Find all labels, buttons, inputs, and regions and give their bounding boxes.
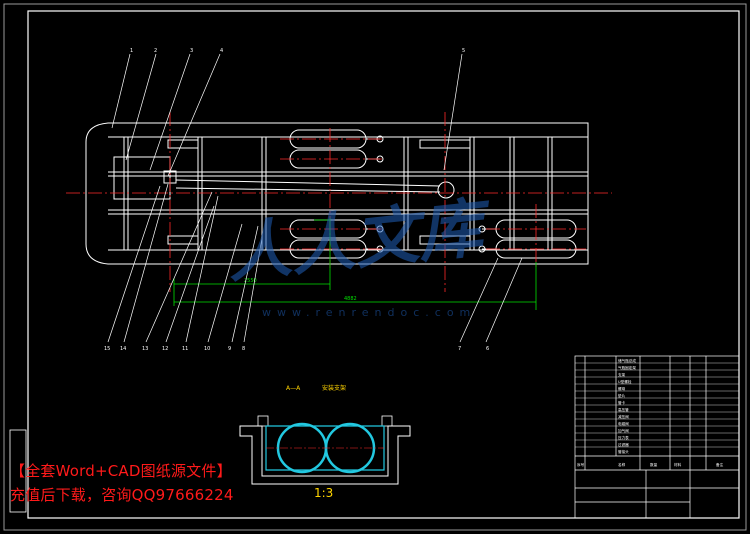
header-material: 材料 bbox=[674, 462, 682, 467]
dimension-outer: 4882 bbox=[344, 296, 357, 302]
header-no: 序号 bbox=[577, 462, 585, 467]
annotation-line-1: 【全套Word+CAD图纸源文件】 bbox=[10, 462, 232, 480]
section-view bbox=[239, 415, 411, 485]
parts-row-8: 高压管 bbox=[618, 407, 629, 412]
chassis-frame bbox=[85, 122, 589, 265]
title-block-rows bbox=[575, 362, 739, 448]
balloon-5: 5 bbox=[462, 48, 465, 54]
parts-row-6: 垫片 bbox=[618, 393, 626, 398]
annotation-line-2: 充值后下载，咨询QQ97666224 bbox=[10, 486, 234, 504]
header-name: 名称 bbox=[618, 462, 626, 467]
section-clamp-right bbox=[381, 415, 393, 427]
balloon-8: 8 bbox=[242, 346, 245, 352]
drive-shaft-2 bbox=[175, 187, 441, 193]
section-title: A—A bbox=[286, 385, 301, 392]
parts-row-4: U型螺栓 bbox=[618, 379, 632, 384]
inner-border bbox=[27, 10, 740, 519]
dimension-lines bbox=[173, 218, 537, 310]
dimension-inner: 2550 bbox=[244, 278, 257, 284]
title-block bbox=[574, 355, 740, 519]
title-block-text: 储气瓶总成 气瓶固定架 支架 U型螺栓 螺母 垫片 管卡 高压管 减压阀 电磁阀… bbox=[577, 358, 724, 467]
balloon-13: 13 bbox=[142, 346, 148, 352]
balloon-6: 6 bbox=[486, 346, 489, 352]
parts-row-14: 管接头 bbox=[618, 449, 629, 454]
leader-lines bbox=[107, 53, 523, 343]
center-lines bbox=[66, 112, 612, 292]
drive-shaft-1 bbox=[175, 179, 441, 187]
outer-border bbox=[3, 3, 747, 531]
balloon-labels-bottom: 15 14 13 12 11 10 9 8 7 6 bbox=[104, 346, 489, 352]
left-stamp-strip bbox=[9, 429, 27, 513]
balloon-4: 4 bbox=[220, 48, 223, 54]
balloon-14: 14 bbox=[120, 346, 126, 352]
section-bracket bbox=[239, 425, 411, 485]
balloon-2: 2 bbox=[154, 48, 157, 54]
header-qty: 数量 bbox=[650, 462, 658, 467]
parts-row-11: 加气阀 bbox=[618, 428, 629, 433]
parts-row-5: 螺母 bbox=[618, 386, 626, 391]
parts-row-7: 管卡 bbox=[618, 400, 626, 405]
balloon-labels-top: 1 2 3 4 5 bbox=[130, 48, 465, 54]
header-remark: 备注 bbox=[716, 462, 724, 467]
balloon-15: 15 bbox=[104, 346, 110, 352]
parts-row-3: 支架 bbox=[618, 372, 626, 377]
parts-row-10: 电磁阀 bbox=[618, 421, 629, 426]
differential bbox=[437, 181, 455, 199]
parts-row-12: 压力表 bbox=[618, 435, 629, 440]
parts-row-9: 减压阀 bbox=[618, 414, 629, 419]
section-subtitle: 安装支架 bbox=[322, 384, 346, 392]
balloon-11: 11 bbox=[182, 346, 188, 352]
balloon-10: 10 bbox=[204, 346, 210, 352]
parts-row-13: 过滤器 bbox=[618, 442, 629, 447]
balloon-3: 3 bbox=[190, 48, 193, 54]
balloon-12: 12 bbox=[162, 346, 168, 352]
section-strap bbox=[265, 425, 385, 471]
balloon-7: 7 bbox=[458, 346, 461, 352]
parts-row-1: 储气瓶总成 bbox=[618, 358, 636, 363]
balloon-9: 9 bbox=[228, 346, 231, 352]
frame-outline bbox=[85, 122, 589, 265]
parts-row-2: 气瓶固定架 bbox=[618, 365, 636, 370]
section-scale: 1:3 bbox=[314, 486, 334, 500]
watermark-url: www.renrendoc.com bbox=[262, 306, 477, 319]
cross-members bbox=[123, 137, 553, 250]
section-clamp-left bbox=[257, 415, 269, 427]
front-axle-bottom bbox=[167, 235, 199, 245]
balloon-1: 1 bbox=[130, 48, 133, 54]
